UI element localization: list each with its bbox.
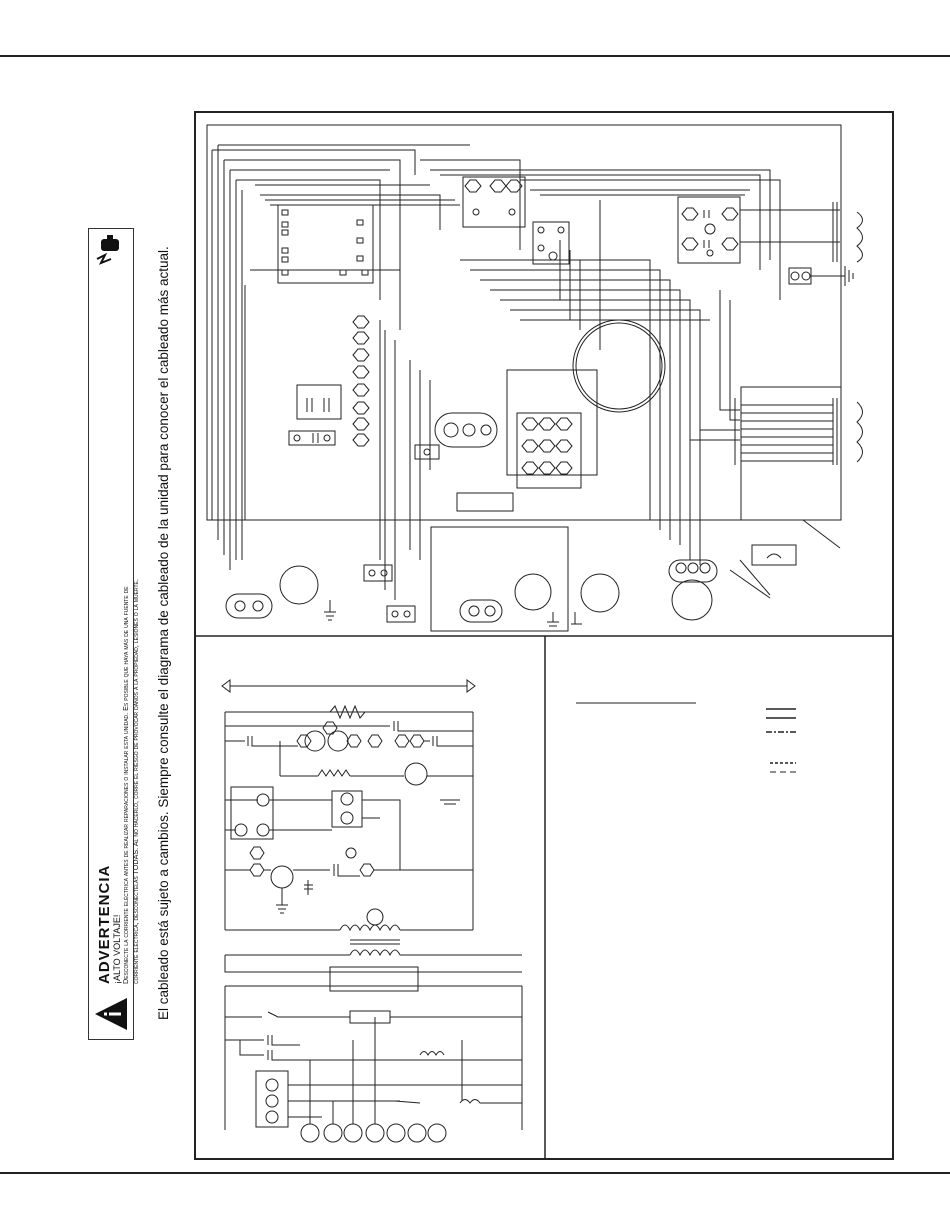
ladder-diagram xyxy=(221,679,523,1143)
hex-terminals xyxy=(352,176,526,447)
electric-shock-hand-icon xyxy=(96,235,119,265)
warning-box: ADVERTENCIA ¡ALTO VOLTAJE! Desconecte la… xyxy=(88,228,140,1040)
warning-triangle-icon xyxy=(95,998,127,1030)
harness-lines xyxy=(211,144,781,600)
top-rule xyxy=(0,55,950,57)
bottom-rule xyxy=(0,1172,950,1174)
legend xyxy=(576,702,796,773)
